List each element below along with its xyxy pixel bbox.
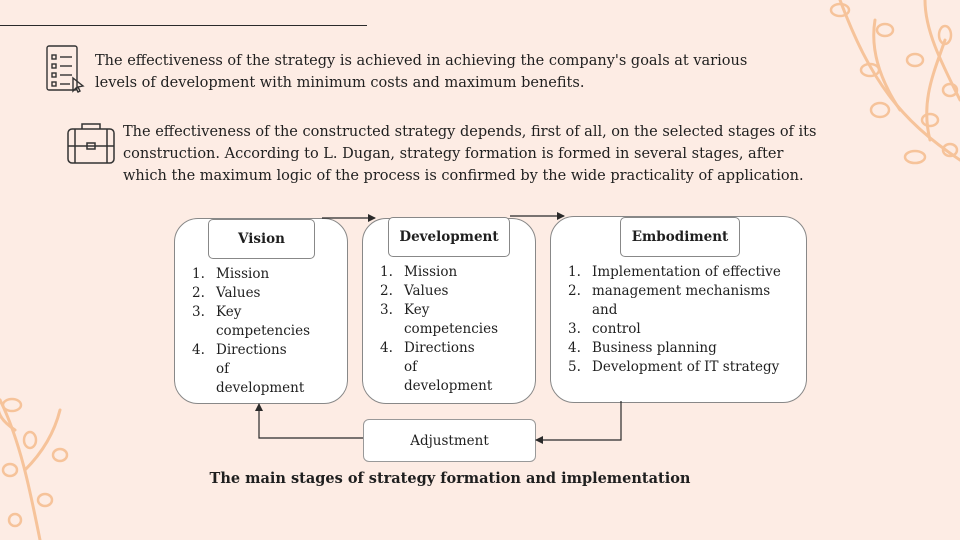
list-item: 1.Mission <box>380 264 458 280</box>
list-item: 4.Directions of development <box>380 340 493 394</box>
list-item: 4.Business planning <box>568 340 717 356</box>
list-item: 4.Directions of development <box>192 342 305 396</box>
list-item: 3.Key competencies <box>192 304 311 339</box>
list-item: 2.Values <box>192 285 261 301</box>
top-divider-line <box>0 25 367 26</box>
stage-title-vision: Vision <box>208 219 315 259</box>
list-item: 2.Values <box>380 283 449 299</box>
stage-box-embodiment: 1.Implementation of effective 2.manageme… <box>550 216 807 403</box>
stage-title-embodiment: Embodiment <box>620 217 740 257</box>
list-item: 1.Implementation of effective <box>568 264 781 280</box>
list-item: 5.Development of IT strategy <box>568 359 780 375</box>
arrow-adjustment-to-vision <box>255 403 363 439</box>
list-item: 2.management mechanisms and <box>568 283 771 318</box>
list-item: 3.control <box>568 321 641 337</box>
stage-title-development: Development <box>388 217 510 257</box>
paragraph-dugan-stages: The effectiveness of the constructed str… <box>123 124 817 184</box>
list-item: 1.Mission <box>192 266 270 282</box>
list-item: 3.Key competencies <box>380 302 499 337</box>
paragraph-effectiveness: The effectiveness of the strategy is ach… <box>95 53 748 91</box>
adjustment-box: Adjustment <box>363 419 536 462</box>
arrow-embodiment-to-adjustment <box>535 401 622 444</box>
stage-box-vision: 1.Mission 2.Values 3.Key competencies 4.… <box>174 218 348 404</box>
diagram-caption: The main stages of strategy formation an… <box>209 470 691 487</box>
